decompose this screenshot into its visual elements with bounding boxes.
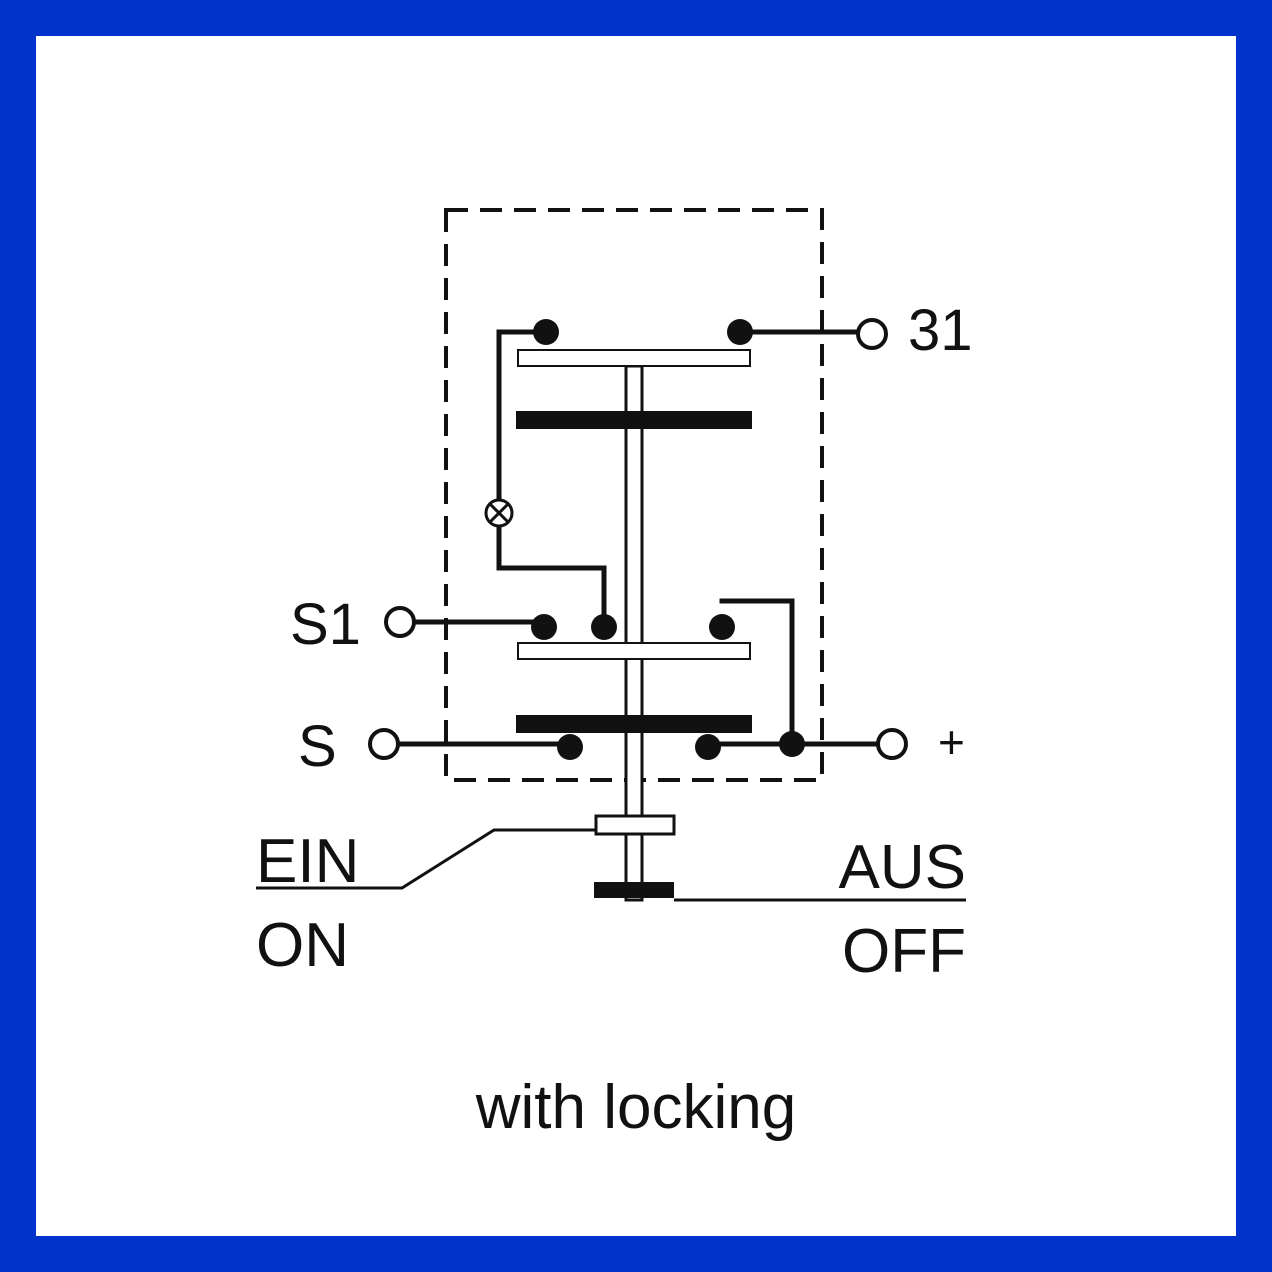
terminal-31 <box>856 318 888 350</box>
terminal-plus-label: + <box>938 716 965 768</box>
caption: with locking <box>475 1073 796 1142</box>
terminal-s1 <box>384 606 416 638</box>
terminal-s <box>368 728 400 760</box>
middle-contact-bridge <box>517 642 751 660</box>
upper-contact-bar <box>516 411 752 429</box>
contact-dot <box>591 614 617 640</box>
off-position-label-de: AUS <box>839 833 966 902</box>
lamp-wire-lower <box>496 523 607 629</box>
diagram-frame: 31 S1 S + EIN ON AUS OFF with locking <box>36 36 1236 1236</box>
contact-dot <box>695 734 721 760</box>
contact-dot <box>531 614 557 640</box>
on-position-label-en: ON <box>256 911 349 980</box>
switch-schematic: 31 S1 S + EIN ON AUS OFF with locking <box>256 208 973 1142</box>
terminal-s-label: S <box>298 714 337 779</box>
contact-dot <box>709 614 735 640</box>
top-contact-bridge <box>517 349 751 367</box>
terminal-plus <box>876 728 908 760</box>
lamp-icon <box>484 498 514 528</box>
on-position-label-de: EIN <box>256 827 359 896</box>
wire-plus-feed <box>719 598 795 747</box>
terminal-s1-label: S1 <box>290 592 361 657</box>
terminal-31-label: 31 <box>908 298 973 363</box>
contact-dot <box>557 734 583 760</box>
on-position-leader <box>256 828 596 890</box>
actuator-knob <box>594 882 674 898</box>
locking-collar <box>594 814 676 836</box>
lower-contact-bar <box>516 715 752 733</box>
off-position-label-en: OFF <box>842 917 966 986</box>
lamp-wire-upper <box>496 329 549 504</box>
